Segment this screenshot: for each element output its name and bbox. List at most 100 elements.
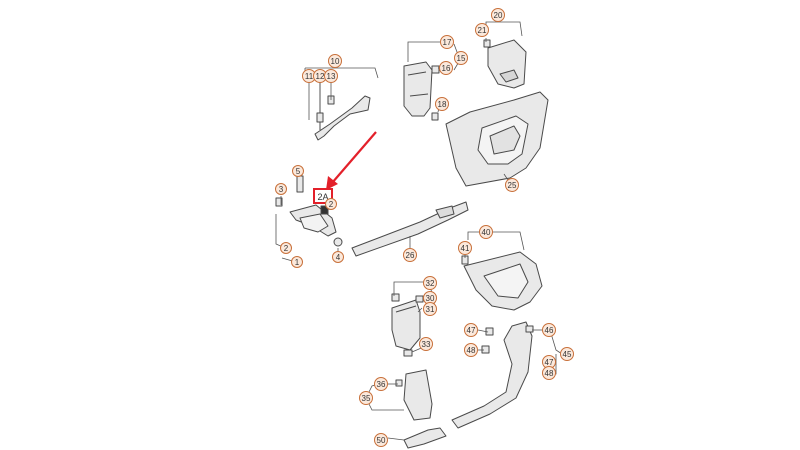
highlight-box (313, 188, 333, 204)
callout-label: 45 (563, 350, 572, 359)
clip-part (431, 112, 439, 121)
callout-bubble (491, 8, 505, 22)
callout-10: 10 (328, 54, 342, 68)
callout-label: 32 (426, 279, 435, 288)
callout-bubble (435, 97, 449, 111)
highlight-pointer: 2A (313, 131, 377, 204)
lower-sill-strip (403, 427, 447, 449)
callout-bubble (359, 391, 373, 405)
callout-bubble (542, 366, 556, 380)
fastener-part (333, 237, 343, 247)
callout-bubble (439, 61, 453, 75)
callout-48: 48 (542, 366, 556, 380)
clip-part (525, 325, 534, 333)
callout-40: 40 (479, 225, 493, 239)
callout-label: 48 (545, 369, 554, 378)
clip-part (391, 293, 400, 302)
callout-41: 41 (458, 241, 472, 255)
callout-26: 26 (403, 248, 417, 262)
clip-part (403, 349, 413, 357)
callout-bubble (280, 242, 292, 254)
callout-35: 35 (359, 391, 373, 405)
parts-layer (275, 39, 549, 449)
callout-48: 48 (464, 343, 478, 357)
kick-panel (299, 213, 329, 233)
callout-20: 20 (491, 8, 505, 22)
callout-label: 11 (305, 72, 314, 81)
callout-label: 21 (478, 26, 487, 35)
callout-31: 31 (423, 302, 437, 316)
trim-vent (499, 69, 519, 83)
callout-bubble (560, 347, 574, 361)
callout-label: 18 (438, 100, 447, 109)
callout-bubble (275, 183, 287, 195)
callout-label: 47 (545, 358, 554, 367)
callout-label: 33 (422, 340, 431, 349)
callout-bubble (423, 276, 437, 290)
callout-bubble (291, 256, 303, 268)
b-pillar-lower-trim (403, 369, 433, 421)
callout-label: 36 (377, 380, 386, 389)
callout-bubble (475, 23, 489, 37)
callout-label: 31 (426, 305, 435, 314)
callout-5: 5 (292, 165, 304, 177)
rear-side-trim-long (451, 321, 533, 429)
callout-label: 13 (327, 72, 336, 81)
callout-2: 2 (325, 198, 337, 210)
clip-part (275, 197, 283, 207)
callout-label: 2 (329, 200, 334, 209)
callout-bubble (403, 248, 417, 262)
callout-1: 1 (291, 256, 303, 268)
callout-4: 4 (332, 251, 344, 263)
callout-3: 3 (275, 183, 287, 195)
callout-bubble (419, 337, 433, 351)
callout-label: 20 (494, 11, 503, 20)
clip-part (320, 205, 329, 215)
callout-label: 16 (442, 64, 451, 73)
callout-2: 2 (280, 242, 292, 254)
clip-part (481, 345, 490, 354)
callout-label: 50 (377, 436, 386, 445)
callout-label: 4 (336, 253, 341, 262)
callout-bubble (292, 165, 304, 177)
callout-bubble (464, 323, 478, 337)
callout-bubble (542, 323, 556, 337)
callout-32: 32 (423, 276, 437, 290)
b-pillar-middle-trim (391, 299, 421, 351)
clip-part (395, 379, 403, 387)
callout-bubble (505, 178, 519, 192)
callout-label: 1 (295, 258, 300, 267)
callout-label: 3 (279, 185, 284, 194)
callout-36: 36 (374, 377, 388, 391)
callout-label: 12 (316, 72, 325, 81)
callout-label: 48 (467, 346, 476, 355)
callout-21: 21 (475, 23, 489, 37)
callout-label: 40 (482, 228, 491, 237)
callout-label: 5 (296, 167, 301, 176)
clip-part (483, 39, 491, 48)
clip-part (296, 175, 304, 193)
highlight-arrow (331, 131, 377, 184)
callout-label: 10 (331, 57, 340, 66)
callout-bubble (374, 377, 388, 391)
callout-47: 47 (464, 323, 478, 337)
callout-50: 50 (374, 433, 388, 447)
callout-25: 25 (505, 178, 519, 192)
callout-label: 47 (467, 326, 476, 335)
callout-18: 18 (435, 97, 449, 111)
callout-label: 15 (457, 54, 466, 63)
clip-part (431, 65, 440, 74)
callout-label: 2 (284, 244, 289, 253)
callout-bubble (458, 241, 472, 255)
callout-16: 16 (439, 61, 453, 75)
callout-bubble (374, 433, 388, 447)
callout-bubble (423, 302, 437, 316)
callout-bubble (464, 343, 478, 357)
a-pillar-trim (314, 95, 371, 141)
callout-bubble (324, 69, 338, 83)
highlight-label: 2A (317, 192, 328, 202)
callout-label: 30 (426, 294, 435, 303)
callout-33: 33 (419, 337, 433, 351)
clip-part (316, 112, 324, 123)
